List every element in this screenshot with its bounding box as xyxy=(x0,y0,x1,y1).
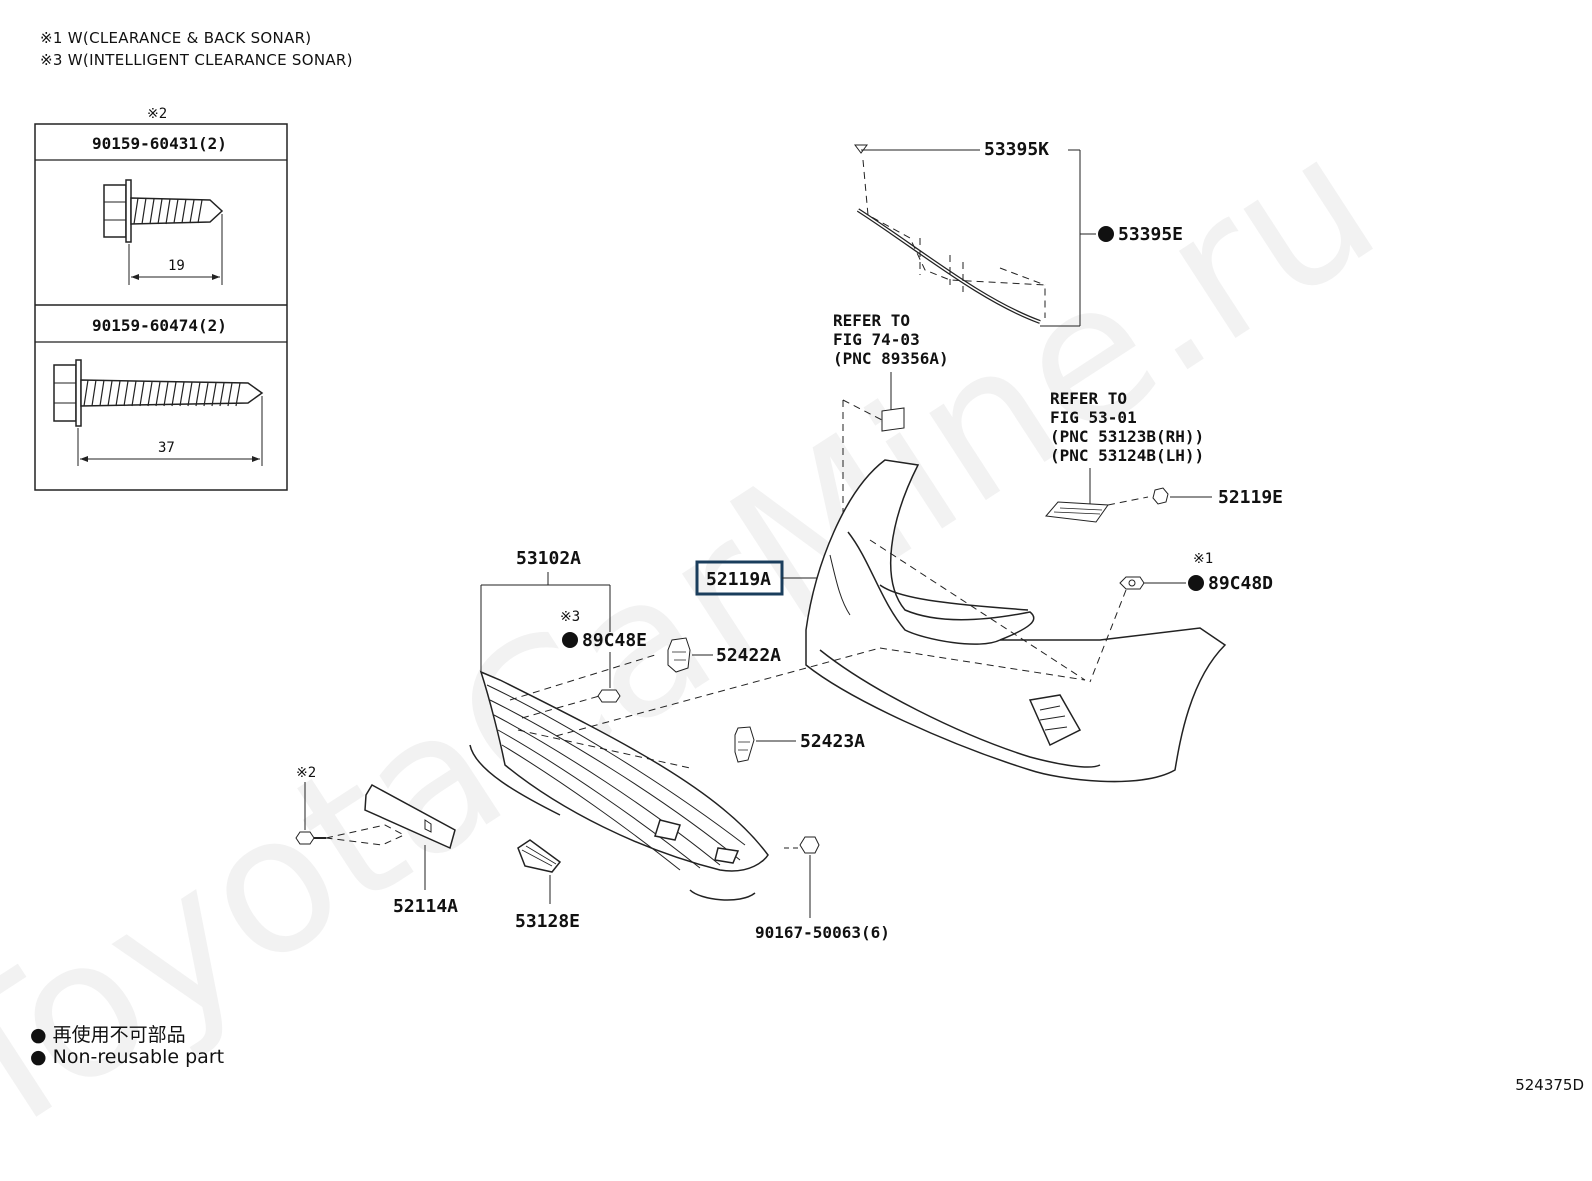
ref-fig74-line3[interactable]: (PNC 89356A) xyxy=(833,349,949,368)
non-reusable-dot-89C48D xyxy=(1188,575,1204,591)
splash-shield-ref xyxy=(1045,468,1212,523)
short-bolt-length: 19 xyxy=(168,258,185,274)
parts-diagram: ※2 90159-60431(2) 90159-60474(2) 19 xyxy=(34,106,1283,942)
marker-2-bolt[interactable]: ※2 xyxy=(296,765,316,781)
bracket-52422A xyxy=(667,637,713,673)
short-bolt-icon: 19 xyxy=(103,179,224,285)
bolt-part-90159-60474: 90159-60474(2) xyxy=(92,316,227,335)
part-52119A[interactable]: 52119A xyxy=(706,569,771,590)
part-89C48D[interactable]: 89C48D xyxy=(1208,573,1273,594)
legend-dot-icon: ● xyxy=(30,1024,47,1046)
sensor-retainer-89C48E xyxy=(597,652,621,703)
legend-en-text: Non-reusable part xyxy=(52,1046,225,1068)
long-bolt-icon: 37 xyxy=(53,359,264,466)
note-intelligent-clearance-sonar: ※3 W(INTELLIGENT CLEARANCE SONAR) xyxy=(40,51,353,69)
garnish-53128E xyxy=(517,839,562,904)
ref-fig74-line2[interactable]: FIG 74-03 xyxy=(833,330,920,349)
part-90167-50063[interactable]: 90167-50063(6) xyxy=(755,923,890,942)
ref-fig53-line4[interactable]: (PNC 53124B(LH)) xyxy=(1050,446,1204,465)
leader-dash-cover xyxy=(879,647,1086,681)
legend-dot-icon: ● xyxy=(30,1046,47,1068)
part-52119E[interactable]: 52119E xyxy=(1218,487,1283,508)
part-52423A[interactable]: 52423A xyxy=(800,731,865,752)
bolt-table: ※2 90159-60431(2) 90159-60474(2) 19 xyxy=(34,106,288,491)
legend-jp-text: 再使用不可部品 xyxy=(52,1024,186,1046)
legend-jp: ● 再使用不可部品 xyxy=(30,1020,186,1047)
bolt-part-90159-60431: 90159-60431(2) xyxy=(92,134,227,153)
part-52422A[interactable]: 52422A xyxy=(716,645,781,666)
leader-dash-cover-2 xyxy=(869,539,1086,681)
part-53128E[interactable]: 53128E xyxy=(515,911,580,932)
ref-fig53-line1[interactable]: REFER TO xyxy=(1050,389,1127,408)
part-52114A[interactable]: 52114A xyxy=(393,896,458,917)
long-bolt-length: 37 xyxy=(158,440,175,456)
ref-fig74-line1[interactable]: REFER TO xyxy=(833,311,910,330)
note-clearance-back-sonar: ※1 W(CLEARANCE & BACK SONAR) xyxy=(40,29,312,47)
screw-icon xyxy=(295,782,326,845)
illustration-code: 524375D xyxy=(1515,1076,1584,1094)
marker-3-89C48E[interactable]: ※3 xyxy=(560,609,580,625)
ref-fig53-line3[interactable]: (PNC 53123B(RH)) xyxy=(1050,427,1204,446)
ref-fig53-line2[interactable]: FIG 53-01 xyxy=(1050,408,1137,427)
part-89C48E[interactable]: 89C48E xyxy=(582,630,647,651)
bumper-cover-52119A xyxy=(805,459,1227,783)
grille-bracket-lines xyxy=(480,572,611,672)
part-53395E[interactable]: 53395E xyxy=(1118,224,1183,245)
sensor-retainer-89C48D xyxy=(1089,576,1186,683)
bracket-52423A xyxy=(734,726,796,763)
grille-53102A xyxy=(469,670,769,901)
license-bracket-52114A xyxy=(325,783,456,890)
part-53395K[interactable]: 53395K xyxy=(984,139,1049,160)
part-53102A[interactable]: 53102A xyxy=(516,548,581,569)
bolt-table-marker: ※2 xyxy=(147,106,167,122)
non-reusable-dot-89C48E xyxy=(562,632,578,648)
hood-seal-group xyxy=(854,144,1096,327)
legend-en: ● Non-reusable part xyxy=(30,1046,224,1068)
non-reusable-dot-53395E xyxy=(1098,226,1114,242)
marker-1-89C48D[interactable]: ※1 xyxy=(1193,551,1213,567)
screw-90167 xyxy=(784,836,820,918)
